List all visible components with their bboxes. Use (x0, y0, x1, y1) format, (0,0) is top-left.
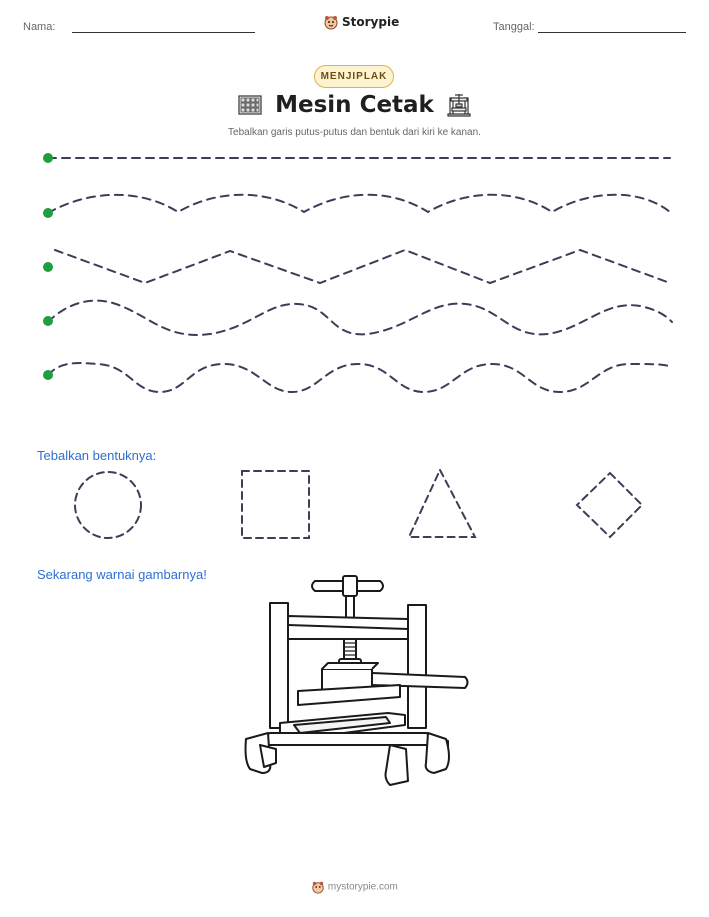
tracing-line-bump-wave[interactable] (47, 362, 673, 394)
tracing-line-soft-wave[interactable] (47, 193, 671, 214)
shape-diamond[interactable] (575, 471, 644, 539)
footer-url[interactable]: mystorypie.com (327, 881, 398, 893)
shape-square[interactable] (241, 470, 310, 539)
brand-name: Storypie (342, 15, 400, 29)
tracing-line-wave[interactable] (47, 299, 673, 336)
footer: mystorypie.com (0, 880, 709, 894)
date-field[interactable] (538, 32, 686, 33)
start-dot (43, 316, 53, 326)
activity-badge: MENJIPLAK (314, 65, 394, 88)
shape-triangle[interactable] (407, 467, 477, 538)
coloring-section-label: Sekarang warnai gambarnya! (37, 567, 207, 582)
brand-logo: Storypie (323, 13, 399, 31)
start-dot (43, 153, 53, 163)
date-label: Tanggal: (493, 21, 535, 33)
title-text: Mesin Cetak (275, 92, 434, 118)
printing-press-illustration[interactable] (240, 573, 470, 793)
tracing-lines (43, 153, 673, 394)
page-title: Mesin Cetak (0, 92, 709, 118)
instructions: Tebalkan garis putus-putus dan bentuk da… (228, 127, 481, 138)
start-dot (43, 262, 53, 272)
start-dot (43, 208, 53, 218)
name-field[interactable] (72, 32, 255, 33)
storypie-mascot-icon (324, 16, 338, 30)
storypie-mascot-icon (312, 881, 324, 894)
tracing-line-zigzag[interactable] (54, 248, 671, 285)
tracing-shapes (74, 467, 644, 539)
shapes-section-label: Tebalkan bentuknya: (37, 448, 157, 463)
printing-press-icon (447, 94, 471, 117)
start-dot (43, 370, 53, 380)
shape-circle[interactable] (74, 471, 142, 539)
type-tray-icon (238, 95, 262, 115)
name-label: Nama: (23, 21, 56, 33)
